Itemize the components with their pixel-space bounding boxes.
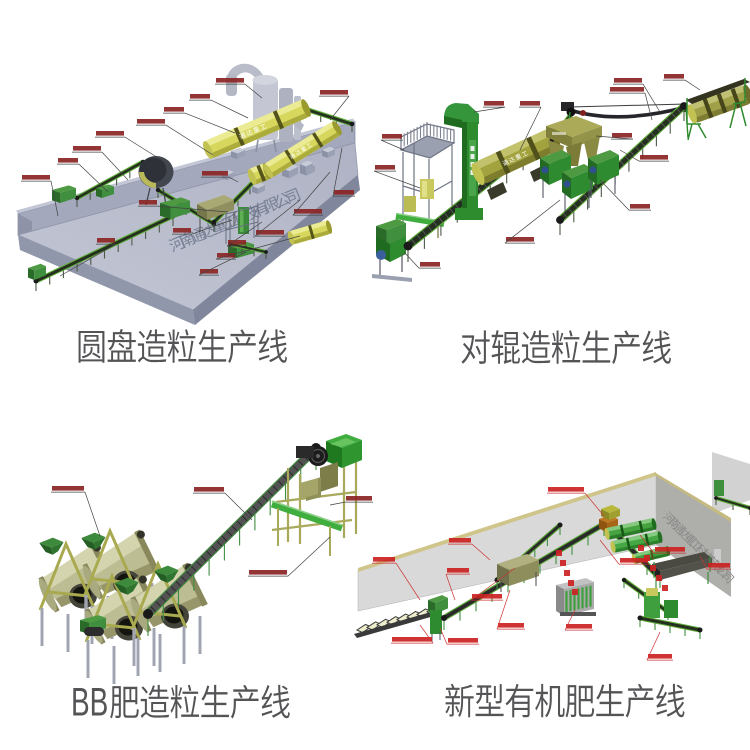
svg-text:BB: BB: [71, 681, 108, 725]
